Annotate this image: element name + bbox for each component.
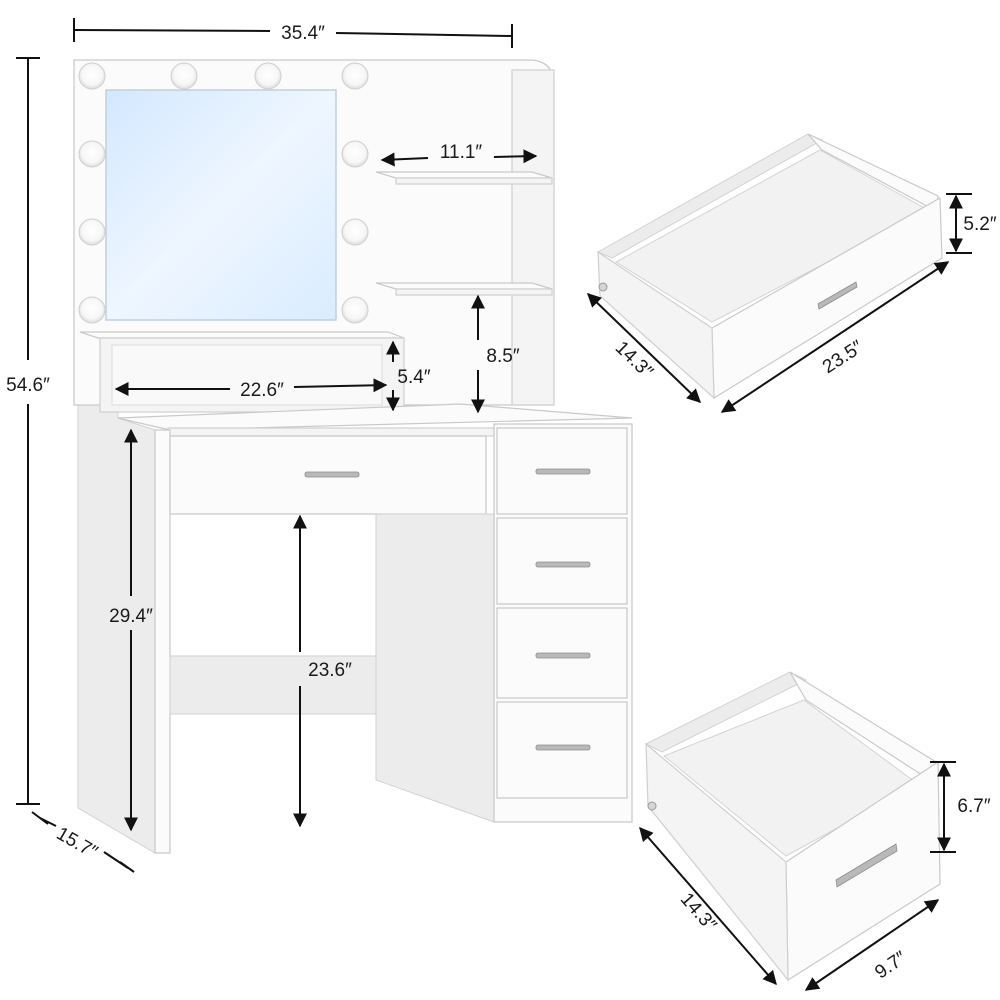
large-drawer-depth-label: 14.3″ bbox=[611, 337, 657, 383]
drawer-runner-icon bbox=[647, 801, 657, 811]
cubby-width-label: 22.6″ bbox=[240, 380, 284, 401]
upper-shelf bbox=[375, 171, 553, 179]
side-drawer-handle bbox=[535, 561, 591, 568]
left-side-panel bbox=[77, 337, 156, 854]
vanity-desk bbox=[73, 59, 633, 854]
large-drawer-height-label: 5.2″ bbox=[963, 214, 996, 235]
side-drawer-handle bbox=[535, 468, 591, 475]
cubby-height-label: 5.4″ bbox=[397, 367, 430, 388]
bulb-icon bbox=[78, 140, 106, 168]
small-drawer-detail bbox=[639, 671, 956, 991]
shelf-gap-label: 8.5″ bbox=[486, 346, 519, 367]
shelf-width-label: 11.1″ bbox=[440, 142, 483, 163]
small-drawer-width-label: 9.7″ bbox=[871, 947, 910, 983]
desk-height-label: 29.4″ bbox=[109, 606, 153, 627]
middle-shelf bbox=[375, 282, 553, 290]
overall-height-label: 54.6″ bbox=[6, 375, 50, 396]
bulb-icon bbox=[78, 218, 106, 246]
bulb-icon bbox=[170, 62, 198, 90]
drawer-tower-side bbox=[375, 513, 495, 823]
upper-shelf-edge bbox=[395, 177, 553, 185]
bulb-icon bbox=[341, 218, 369, 246]
small-drawer-handle bbox=[835, 843, 898, 888]
large-drawer-detail bbox=[586, 133, 972, 413]
bulb-icon bbox=[254, 62, 282, 90]
cubby bbox=[79, 331, 405, 413]
knee-clearance-label: 23.6″ bbox=[308, 660, 352, 681]
vanity-dimension-lines bbox=[16, 18, 538, 873]
drawer-runner-icon bbox=[598, 282, 608, 292]
bulb-icon bbox=[78, 296, 106, 324]
left-leg bbox=[154, 429, 171, 854]
large-drawer-left-wall bbox=[596, 133, 824, 259]
mirror bbox=[105, 89, 337, 321]
depth-label: 15.7″ bbox=[53, 823, 102, 863]
bulb-icon bbox=[78, 62, 106, 90]
bulb-icon bbox=[341, 62, 369, 90]
bulb-icon bbox=[341, 140, 369, 168]
side-drawer-2 bbox=[496, 517, 628, 605]
side-shelves bbox=[375, 171, 553, 296]
vanity-light-bulbs bbox=[78, 62, 369, 324]
middle-shelf-edge bbox=[395, 288, 553, 296]
main-drawer-handle bbox=[304, 471, 360, 478]
small-drawer-height-label: 6.7″ bbox=[957, 796, 990, 817]
cubby-top bbox=[79, 331, 405, 339]
bulb-icon bbox=[341, 296, 369, 324]
desktop-surface bbox=[117, 403, 633, 431]
side-drawer-handle bbox=[535, 652, 591, 659]
overall-width-label: 35.4″ bbox=[281, 23, 325, 44]
side-drawer-handle bbox=[535, 744, 591, 751]
small-drawer-left-wall bbox=[644, 671, 808, 753]
shelf-tower-side bbox=[511, 69, 555, 406]
cubby-opening bbox=[111, 344, 383, 406]
crossbar bbox=[169, 655, 381, 715]
